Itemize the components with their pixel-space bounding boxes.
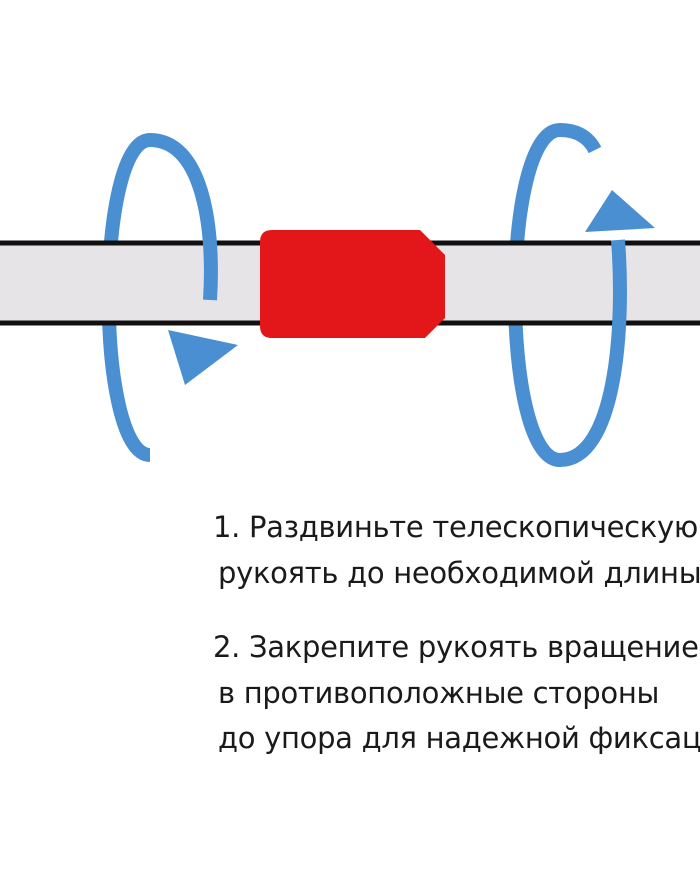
locking-sleeve bbox=[260, 230, 445, 338]
left-rotation-ring-front bbox=[149, 133, 218, 301]
step1-line2: рукоять до необходимой длины. bbox=[218, 556, 700, 590]
left-rotation-arrow-icon bbox=[168, 330, 238, 385]
step2-line2: в противоположные стороны bbox=[218, 676, 660, 710]
step1-line1: 1. Раздвиньте телескопическую bbox=[213, 510, 698, 544]
right-ring-top-stub bbox=[559, 123, 602, 154]
right-rotation-ring-front bbox=[559, 239, 627, 467]
step2-line1: 2. Закрепите рукоять вращением bbox=[213, 630, 700, 664]
step2-line3: до упора для надежной фиксации. bbox=[218, 721, 700, 755]
telescopic-handle-diagram bbox=[0, 123, 700, 467]
right-rotation-arrow-icon bbox=[585, 190, 655, 232]
